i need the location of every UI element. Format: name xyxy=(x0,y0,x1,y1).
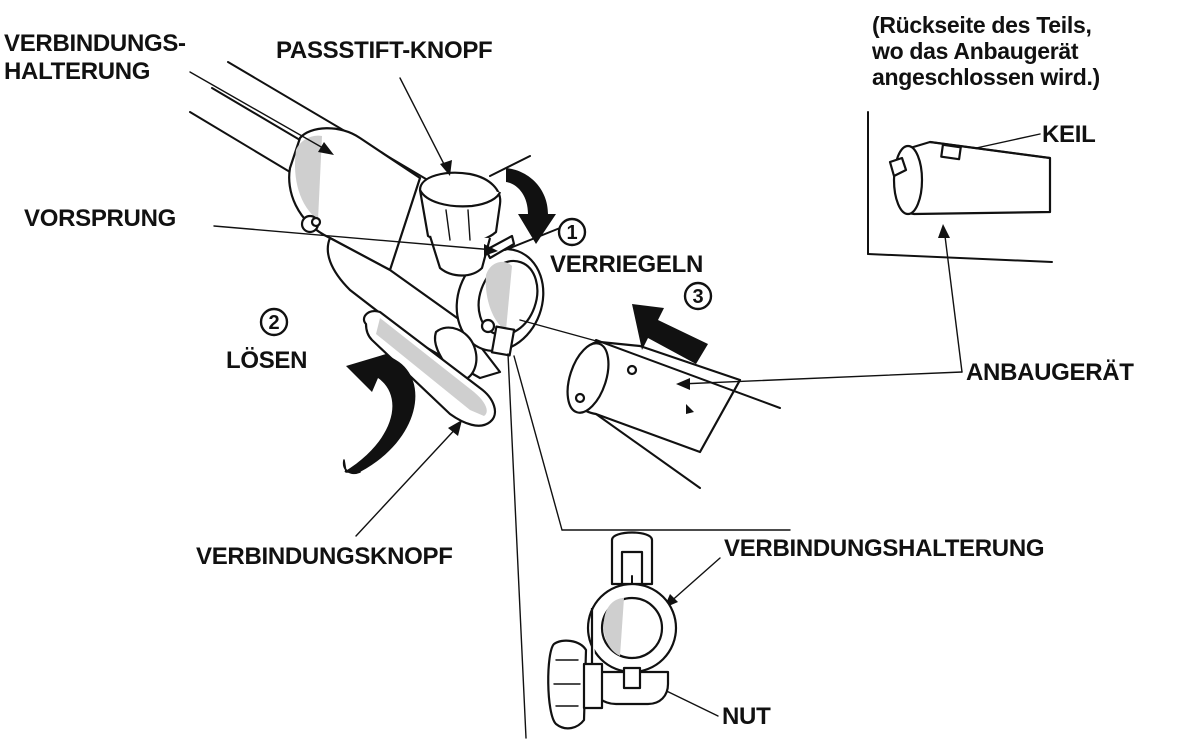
label-verbindungsknopf: VERBINDUNGSKNOPF xyxy=(196,543,453,570)
label-keil: KEIL xyxy=(1042,121,1096,148)
svg-text:2: 2 xyxy=(268,312,279,334)
t-handle-knob xyxy=(362,310,497,427)
step-2-marker: 2 xyxy=(259,307,289,337)
release-arrow xyxy=(342,354,416,475)
clamp-body xyxy=(288,127,545,380)
step-1-marker: 1 xyxy=(557,217,587,247)
label-nut: NUT xyxy=(722,703,771,730)
svg-text:1: 1 xyxy=(566,222,577,244)
leader-lines xyxy=(189,71,1041,739)
label-verriegeln: VERRIEGELN xyxy=(550,251,704,278)
lock-arrow xyxy=(506,168,556,244)
attachment-tube xyxy=(519,319,781,489)
insert-arrow xyxy=(632,304,708,364)
label-anbaugeraet: ANBAUGERÄT xyxy=(966,359,1134,386)
svg-text:3: 3 xyxy=(692,286,703,308)
label-passstift-knopf: PASSSTIFT-KNOPF xyxy=(276,37,493,64)
label-verbindungs-halterung-top: VERBINDUNGS- HALTERUNG xyxy=(4,30,186,85)
bracket-detail xyxy=(547,531,678,730)
pin-knob xyxy=(418,155,561,277)
label-vorsprung: VORSPRUNG xyxy=(24,205,176,232)
label-rueckseite-note: (Rückseite des Teils, wo das Anbaugerät … xyxy=(872,12,1100,90)
step-3-marker: 3 xyxy=(683,281,713,311)
rear-view-inset xyxy=(867,111,1053,263)
label-verbindungshalterung-bottom: VERBINDUNGSHALTERUNG xyxy=(724,535,1045,562)
label-loesen: LÖSEN xyxy=(226,347,308,374)
